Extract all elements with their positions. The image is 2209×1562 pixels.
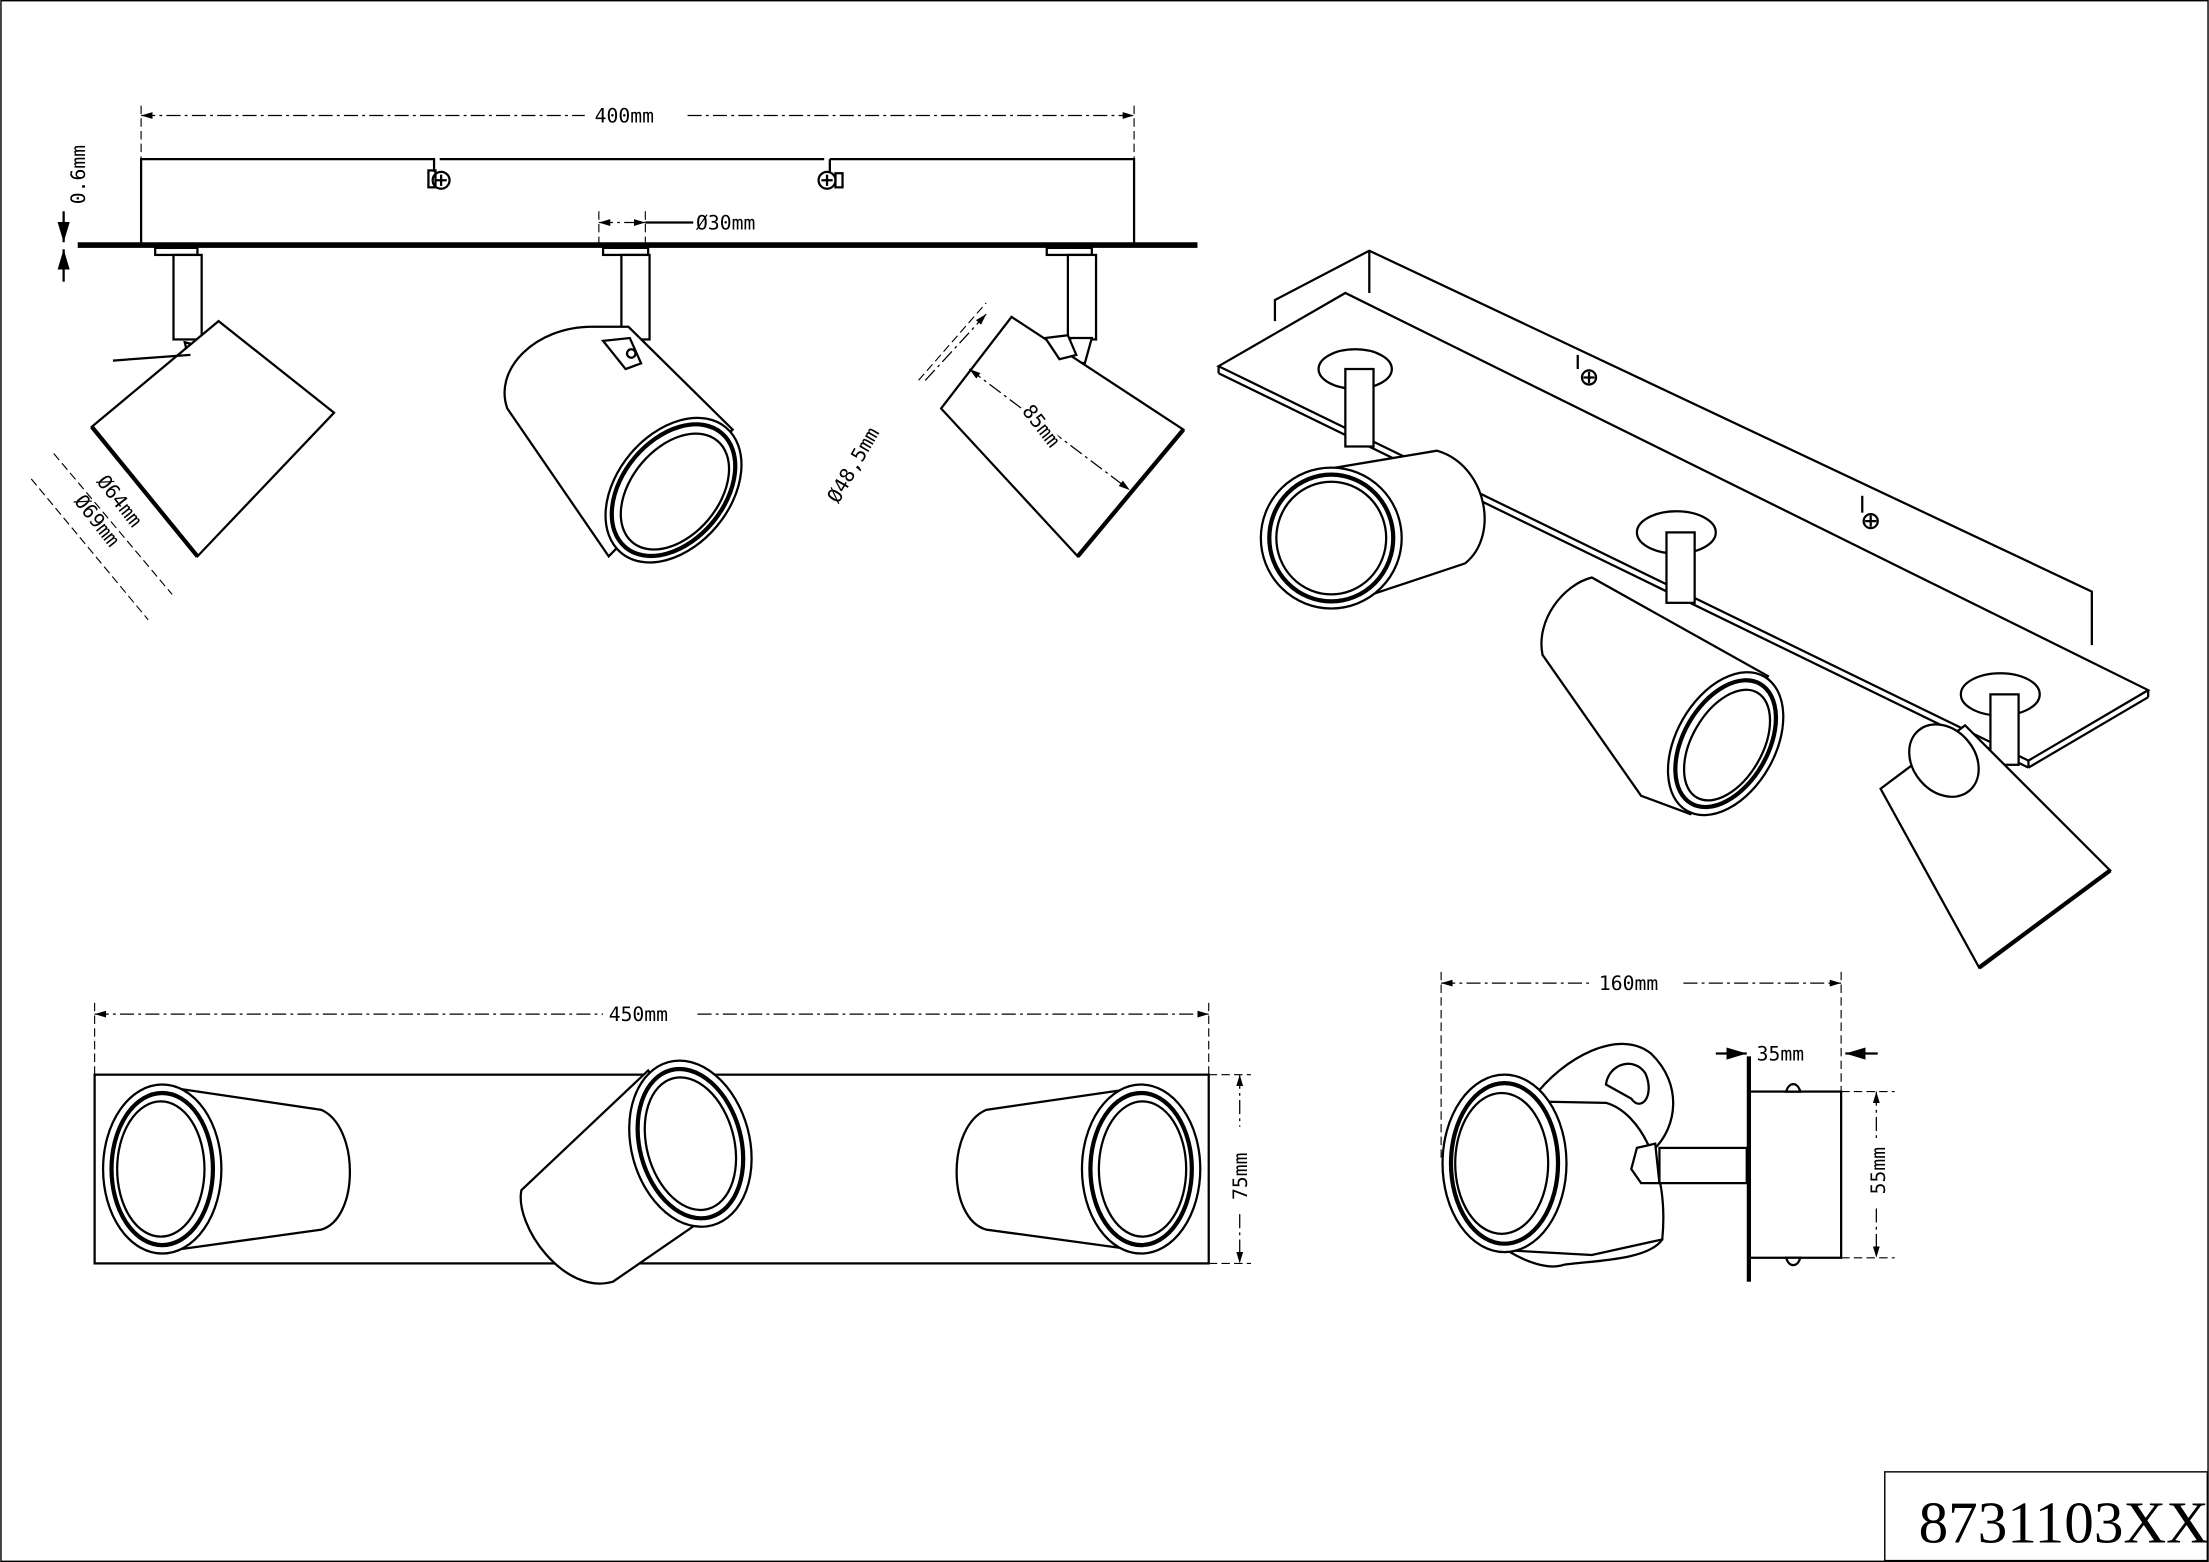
spotlight-iso-1 (1259, 348, 1486, 610)
screw-icon (427, 169, 451, 190)
stem-diameter-label: Ø30mm (696, 212, 755, 235)
isometric-view (1216, 249, 2151, 970)
shade-rear-diameter-label: Ø48,5mm (823, 423, 884, 506)
spotlight-iso-3 (1879, 672, 2112, 970)
screw-icon (1861, 495, 1879, 530)
title-block: 8731103XX (1884, 1471, 2209, 1562)
spotlight-bottom-right (955, 1083, 1202, 1255)
length-450-label: 450mm (609, 1003, 668, 1026)
spotlight-bottom-middle (519, 1059, 753, 1285)
spotlight-bottom-left (101, 1083, 352, 1255)
width-400-label: 400mm (595, 105, 654, 128)
plate-thickness-label: 0.6mm (67, 145, 90, 204)
model-number: 8731103XX (1919, 1489, 2209, 1555)
height-55-label: 55mm (1867, 1147, 1890, 1194)
bottom-view: 450mm 75mm (93, 1002, 1252, 1285)
width-75-label: 75mm (1229, 1153, 1252, 1200)
depth-160-label: 160mm (1599, 972, 1658, 995)
screw-icon (817, 170, 844, 190)
base-depth-label: 35mm (1757, 1043, 1804, 1066)
spotlight-left (90, 319, 336, 559)
spotlight-iso-2 (1540, 510, 1785, 817)
front-view: 400mm 0.6mm Ø30mm (30, 105, 1198, 621)
screw-icon (1576, 354, 1598, 386)
spotlight-middle (503, 325, 743, 564)
side-view: 160mm 35mm 55mm (1440, 971, 1895, 1282)
